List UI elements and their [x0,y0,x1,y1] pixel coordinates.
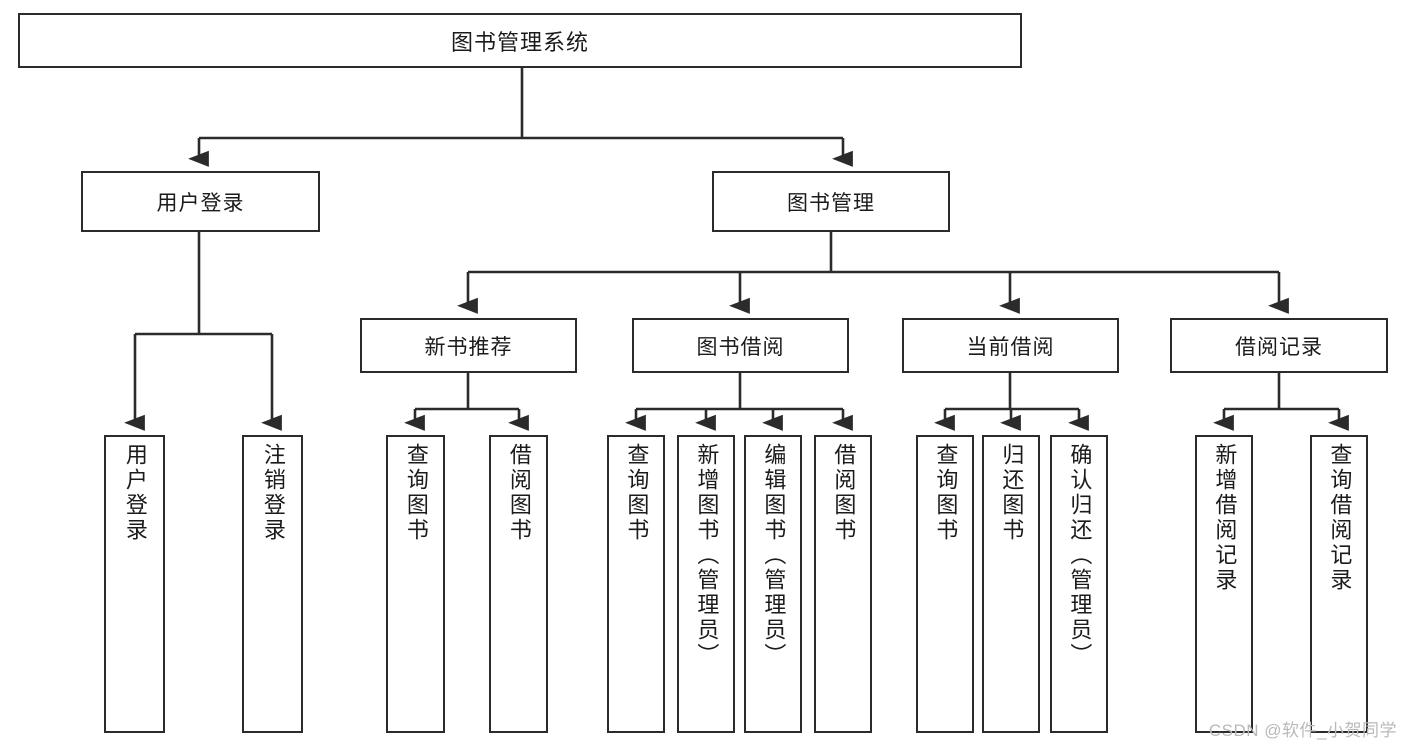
node-new-book-recommend[interactable]: 新书推荐 [360,318,577,373]
node-borrow-records[interactable]: 借阅记录 [1170,318,1388,373]
node-leaf-edit-book-admin[interactable]: 编辑图书（管理员） [744,435,802,733]
node-label: 当前借阅 [966,335,1055,359]
node-book-borrow[interactable]: 图书借阅 [632,318,849,373]
node-label: 图书管理 [787,191,875,215]
node-label: 查询图书 [624,443,650,543]
node-label: 注销登录 [260,443,286,543]
node-label: 新书推荐 [424,335,513,359]
node-label: 借阅图书 [831,443,857,543]
node-label: 查询图书 [933,443,959,543]
node-label: 借阅记录 [1235,335,1323,359]
node-leaf-query-book-rec[interactable]: 查询图书 [386,435,445,733]
node-user-login[interactable]: 用户登录 [81,171,320,232]
node-leaf-return-book[interactable]: 归还图书 [982,435,1040,733]
node-leaf-query-book-borrow[interactable]: 查询图书 [607,435,665,733]
node-leaf-borrow-book-rec[interactable]: 借阅图书 [489,435,548,733]
node-label: 图书管理系统 [450,29,589,55]
node-root-system[interactable]: 图书管理系统 [18,13,1022,68]
node-label: 图书借阅 [696,335,785,359]
node-book-management[interactable]: 图书管理 [712,171,950,232]
node-current-borrow[interactable]: 当前借阅 [902,318,1119,373]
node-label: 用户登录 [156,191,245,215]
node-label: 新增借阅记录 [1212,443,1238,593]
node-label: 用户登录 [122,443,148,543]
node-label: 新增图书（管理员） [694,443,720,668]
node-leaf-user-login[interactable]: 用户登录 [104,435,165,733]
node-leaf-add-book-admin[interactable]: 新增图书（管理员） [677,435,735,733]
node-label: 查询图书 [403,443,429,543]
node-leaf-query-borrow-record[interactable]: 查询借阅记录 [1310,435,1368,733]
node-label: 借阅图书 [506,443,532,543]
node-leaf-logout[interactable]: 注销登录 [242,435,303,733]
node-label: 确认归还（管理员） [1067,443,1093,668]
node-label: 查询借阅记录 [1327,443,1353,593]
node-label: 归还图书 [999,443,1025,543]
node-leaf-borrow-book[interactable]: 借阅图书 [814,435,872,733]
node-label: 编辑图书（管理员） [761,443,787,668]
node-leaf-confirm-return-admin[interactable]: 确认归还（管理员） [1050,435,1108,733]
csdn-watermark: CSDN @软件_小贺同学 [1208,721,1397,740]
node-leaf-add-borrow-record[interactable]: 新增借阅记录 [1195,435,1253,733]
node-leaf-query-book-current[interactable]: 查询图书 [916,435,974,733]
